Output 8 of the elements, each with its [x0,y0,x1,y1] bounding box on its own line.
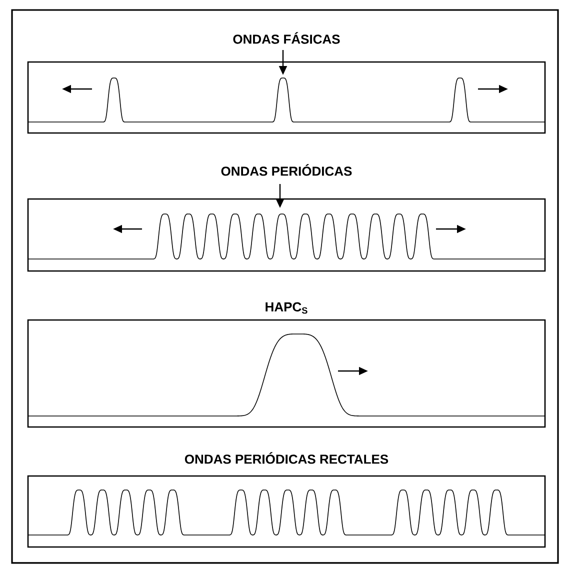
wave-panel: ONDAS FÁSICAS [27,32,546,134]
wave-panel: ONDAS PERIÓDICAS RECTALES [27,452,546,548]
node-label: ONDAS PERIÓDICAS [221,164,352,176]
wave-panel: ONDAS PERIÓDICAS [27,164,546,272]
node-label: ONDAS FÁSICAS [233,32,340,44]
node-label: ONDAS PERIÓDICAS RECTALES [184,452,388,464]
wave-panel: HAPC$_{S}$ [27,302,546,428]
node-label: HAPC$_{S}$ [266,302,308,314]
